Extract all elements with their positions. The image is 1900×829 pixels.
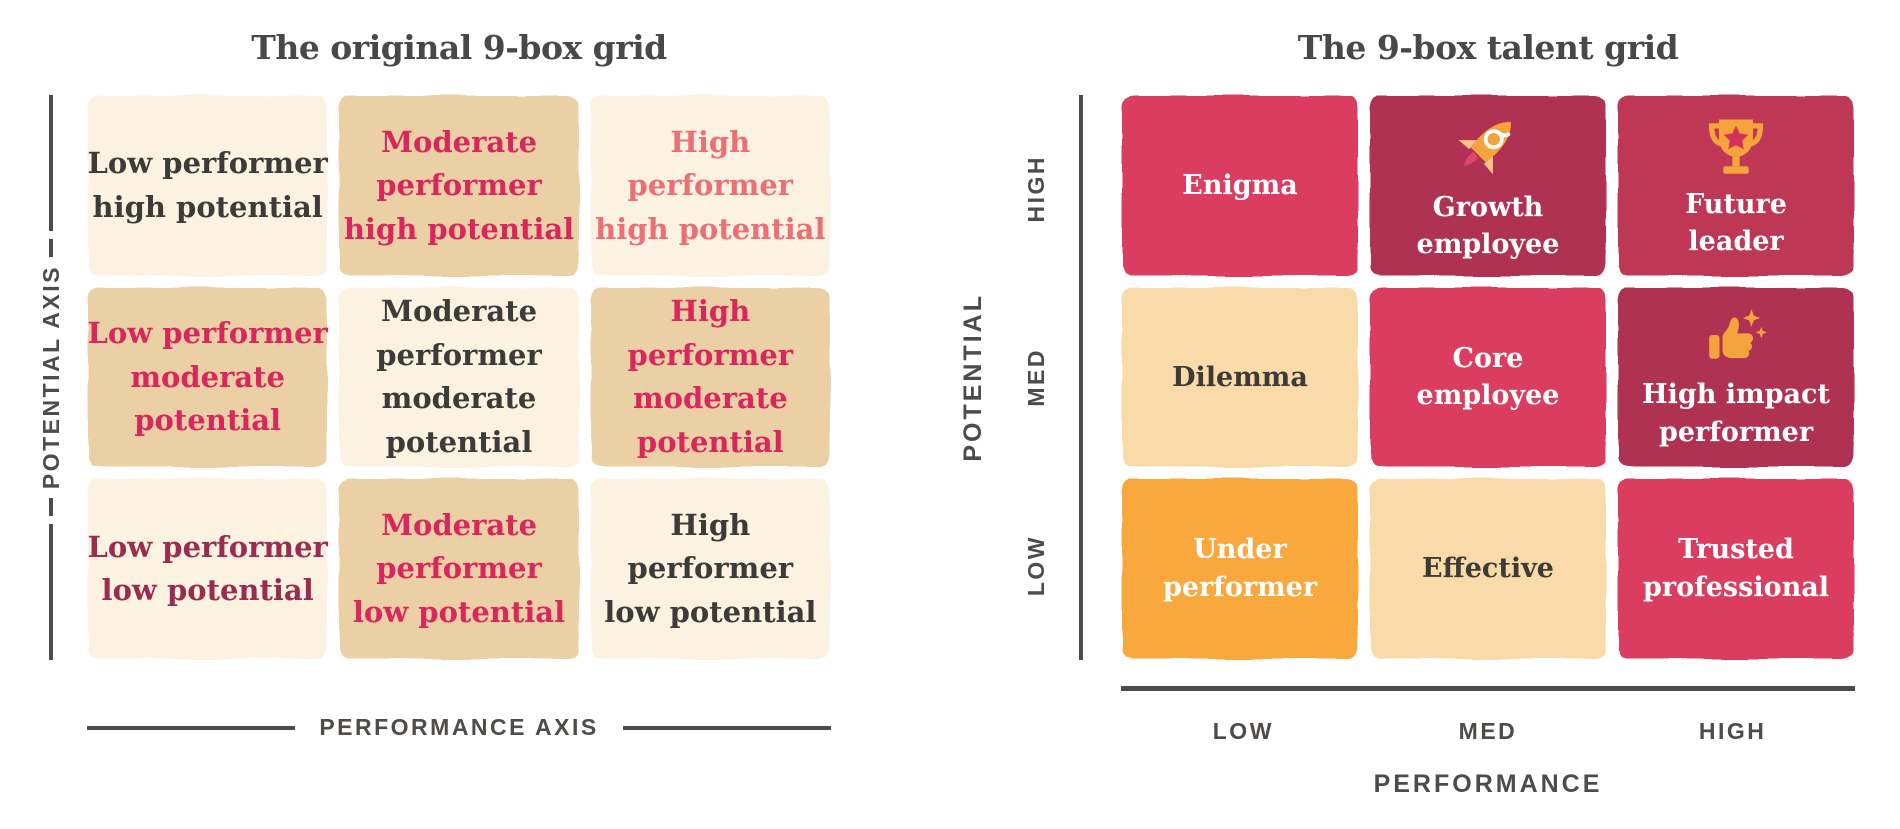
cell-background: [339, 479, 579, 659]
cell-dilemma: Dilemma: [1121, 287, 1359, 469]
original-nine-box-grid: Low performer high potential Moderate pe…: [87, 95, 831, 660]
cell-background: [88, 96, 328, 276]
cell-background: [1370, 287, 1606, 468]
cell-low-performer-low-potential: Low performer low potential: [87, 478, 328, 660]
cell-high-impact-performer: High impact performer: [1617, 287, 1855, 469]
cell-high-performer-moderate-potential: High performer moderate potential: [590, 287, 831, 469]
cell-background: [590, 96, 830, 276]
cell-background: [1618, 479, 1854, 659]
cell-future-leader: Future leader: [1617, 95, 1855, 277]
right-performance-axis-line: [1121, 686, 1855, 691]
cell-background: [339, 287, 579, 468]
trophy-icon: [1702, 111, 1770, 179]
right-performance-axis-label: PERFORMANCE: [1373, 770, 1603, 798]
xtick-low: LOW: [1212, 718, 1274, 744]
right-potential-axis-label: POTENTIAL: [958, 293, 987, 462]
left-potential-axis-dash-bottom: [49, 497, 53, 516]
ytick-med: MED: [1022, 348, 1049, 407]
cell-low-performer-high-potential: Low performer high potential: [87, 95, 328, 277]
cell-under-performer: Under performer: [1121, 478, 1359, 660]
left-potential-axis-dash-top: [49, 239, 53, 258]
cell-background: [1370, 479, 1606, 659]
cell-high-performer-high-potential: High performer high potential: [590, 95, 831, 277]
xtick-med: MED: [1458, 718, 1518, 744]
cell-moderate-performer-moderate-potential: Moderate performer moderate potential: [338, 287, 579, 469]
cell-core-employee: Core employee: [1369, 287, 1607, 469]
ytick-high: HIGH: [1022, 155, 1049, 223]
cell-growth-employee: Growth employee: [1369, 95, 1607, 277]
right-performance-tick-labels: LOW MED HIGH: [1121, 718, 1855, 745]
cell-trusted-professional: Trusted professional: [1617, 478, 1855, 660]
cell-moderate-performer-high-potential: Moderate performer high potential: [338, 95, 579, 277]
cell-effective: Effective: [1369, 478, 1607, 660]
left-performance-axis-label: PERFORMANCE AXIS: [319, 714, 599, 740]
cell-low-performer-moderate-potential: Low performer moderate potential: [87, 287, 328, 469]
cell-background: [1122, 479, 1358, 659]
cell-background: [88, 287, 328, 468]
cell-background: [590, 479, 830, 659]
cell-background: [1122, 96, 1358, 276]
right-grid-title: The 9-box talent grid: [1297, 28, 1679, 67]
cell-high-performer-low-potential: High performer low potential: [590, 478, 831, 660]
cell-background: [1618, 287, 1854, 468]
talent-nine-box-grid: Enigma Growth employee: [1121, 95, 1855, 660]
xtick-high: HIGH: [1698, 718, 1767, 744]
cell-background: [590, 287, 830, 468]
left-potential-axis-line-bottom: [49, 523, 53, 661]
cell-background: [88, 479, 328, 659]
right-potential-axis-label-wrap: POTENTIAL: [952, 95, 994, 660]
left-performance-axis-dash-right: [622, 725, 832, 730]
right-potential-axis-line: [1079, 95, 1083, 660]
left-potential-axis-line-top: [49, 95, 53, 232]
left-potential-axis: POTENTIAL AXIS: [28, 95, 74, 661]
cell-enigma: Enigma: [1121, 95, 1359, 277]
cell-background: [1122, 287, 1358, 468]
left-potential-axis-label: POTENTIAL AXIS: [37, 265, 64, 490]
left-grid-title: The original 9-box grid: [251, 28, 667, 67]
cell-moderate-performer-low-potential: Moderate performer low potential: [338, 478, 579, 660]
cell-background: [1370, 96, 1606, 276]
right-potential-tick-labels: HIGH MED LOW: [1008, 95, 1064, 660]
left-performance-axis: PERFORMANCE AXIS: [87, 714, 832, 741]
cell-background: [339, 96, 579, 276]
left-performance-axis-dash-left: [87, 725, 296, 730]
ytick-low: LOW: [1022, 535, 1049, 597]
thumbs-up-sparkle-icon: [1703, 303, 1769, 369]
rocket-icon: [1451, 108, 1525, 182]
